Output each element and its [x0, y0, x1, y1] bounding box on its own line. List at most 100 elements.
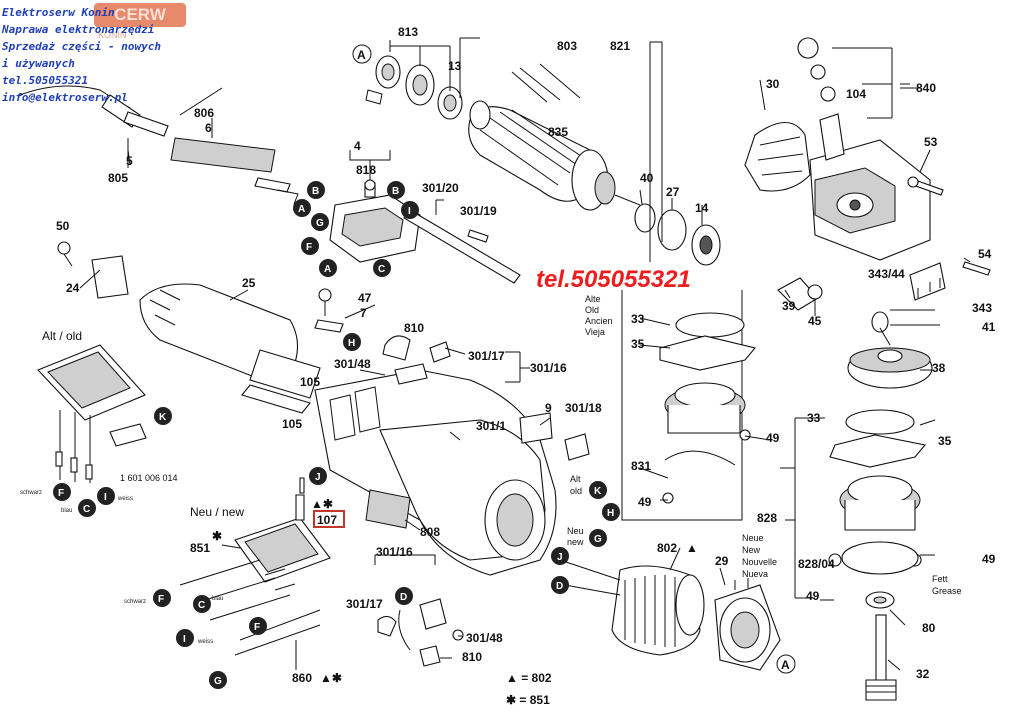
- callout-letter: G: [316, 218, 324, 229]
- wire-blau-old: blau: [61, 508, 72, 514]
- callout-f2: F: [53, 483, 71, 501]
- callout-letter: H: [348, 338, 355, 349]
- svg-text:343: 343: [972, 301, 992, 315]
- callout-d2: D: [395, 587, 413, 605]
- callout-letter: B: [312, 186, 319, 197]
- nueva-label: Nueva: [742, 569, 768, 579]
- svg-text:7: 7: [360, 306, 367, 320]
- markers-860: ▲✱: [320, 671, 342, 685]
- callout-k2: K: [589, 481, 607, 499]
- svg-text:806: 806: [194, 106, 214, 120]
- callout-circle: [551, 547, 569, 565]
- callout-circle: [53, 483, 71, 501]
- svg-text:301/16: 301/16: [530, 361, 567, 375]
- svg-text:32: 32: [916, 667, 930, 681]
- svg-text:27: 27: [666, 185, 680, 199]
- callout-i3: I: [176, 629, 194, 647]
- old-label: old: [570, 486, 582, 496]
- callout-letter: H: [607, 508, 614, 519]
- watermark-contact: Elektroserw Konin Naprawa elektronarzędz…: [2, 4, 187, 106]
- neue-label: Neue: [742, 533, 764, 543]
- callout-f: F: [301, 237, 319, 255]
- svg-text:105: 105: [282, 417, 302, 431]
- callout-a2: A: [293, 199, 311, 217]
- callout-letter: C: [83, 504, 90, 515]
- new-label: new: [567, 537, 584, 547]
- svg-text:821: 821: [610, 39, 630, 53]
- callout-letter: K: [159, 412, 167, 423]
- callout-letter: I: [104, 492, 107, 503]
- svg-text:33: 33: [631, 312, 645, 326]
- callout-circle: [78, 499, 96, 517]
- callout-f3: F: [153, 589, 171, 607]
- callout-letter: C: [198, 600, 205, 611]
- svg-text:810: 810: [462, 650, 482, 664]
- callout-k: K: [154, 407, 172, 425]
- alte-old-label: Old: [585, 305, 599, 315]
- callout-letter: F: [158, 594, 164, 605]
- wire-weiss-new: weiss: [197, 639, 213, 645]
- callout-letter: A: [781, 658, 790, 672]
- callout-circle: [776, 654, 796, 674]
- svg-text:828: 828: [757, 511, 777, 525]
- watermark-line-5: tel.505055321: [2, 74, 89, 87]
- svg-text:35: 35: [631, 337, 645, 351]
- armature-assembly: [468, 100, 641, 211]
- svg-text:828/04: 828/04: [798, 557, 835, 571]
- callout-c3: C: [193, 595, 211, 613]
- legend-triangle: ▲ = 802: [506, 671, 552, 685]
- svg-text:33: 33: [807, 411, 821, 425]
- callout-circle: [97, 487, 115, 505]
- svg-text:4: 4: [354, 139, 361, 153]
- callout-circle: [153, 589, 171, 607]
- callout-letter: A: [324, 264, 331, 275]
- callout-circle: [602, 503, 620, 521]
- callout-letter: G: [594, 534, 602, 545]
- svg-text:803: 803: [557, 39, 577, 53]
- svg-text:835: 835: [548, 125, 568, 139]
- svg-text:5: 5: [126, 154, 133, 168]
- svg-text:80: 80: [922, 621, 936, 635]
- wire-schwarz-old: schwarz: [20, 490, 42, 496]
- watermark-line-2: Naprawa elektronarzędzi: [2, 23, 155, 36]
- svg-text:6: 6: [205, 121, 212, 135]
- callout-letter: G: [214, 676, 222, 687]
- part-107-box: [313, 510, 345, 528]
- alt-old-header: Alt / old: [42, 329, 82, 343]
- grease-label: Grease: [932, 586, 962, 596]
- svg-text:40: 40: [640, 171, 654, 185]
- vieja-label: Vieja: [585, 327, 605, 337]
- fan-guard: [714, 578, 781, 671]
- callout-letter: F: [58, 488, 64, 499]
- spindle: [865, 614, 897, 701]
- callout-circle: [209, 671, 227, 689]
- svg-text:301/17: 301/17: [346, 597, 383, 611]
- wire-weiss-old: weiss: [117, 496, 133, 502]
- svg-text:802: 802: [657, 541, 677, 555]
- svg-text:9: 9: [545, 401, 552, 415]
- alt-label: Alt: [570, 474, 581, 484]
- phone-banner: tel.505055321: [536, 266, 691, 293]
- callout-circle: [387, 181, 405, 199]
- neu-new-header: Neu / new: [190, 505, 244, 519]
- wire-blau-new: blau: [212, 596, 223, 602]
- callout-circle: [352, 44, 372, 64]
- power-cable-assembly: [19, 85, 299, 205]
- callout-letter: K: [594, 486, 602, 497]
- callout-circle: [589, 529, 607, 547]
- callout-circle: [373, 259, 391, 277]
- gear-housing: [744, 37, 931, 261]
- callout-a3: A: [319, 259, 337, 277]
- callout-i: I: [401, 201, 419, 219]
- callout-letter: I: [183, 634, 186, 645]
- callout-circle: [307, 181, 325, 199]
- svg-text:14: 14: [695, 201, 709, 215]
- callout-letter: A: [357, 48, 366, 62]
- callout-circle: [343, 333, 361, 351]
- callout-circle: [589, 481, 607, 499]
- callout-c: C: [373, 259, 391, 277]
- callout-letter: F: [306, 242, 312, 253]
- brush-top: [382, 335, 466, 385]
- bearing-flange-new: [828, 409, 927, 609]
- callout-letter: J: [557, 552, 563, 563]
